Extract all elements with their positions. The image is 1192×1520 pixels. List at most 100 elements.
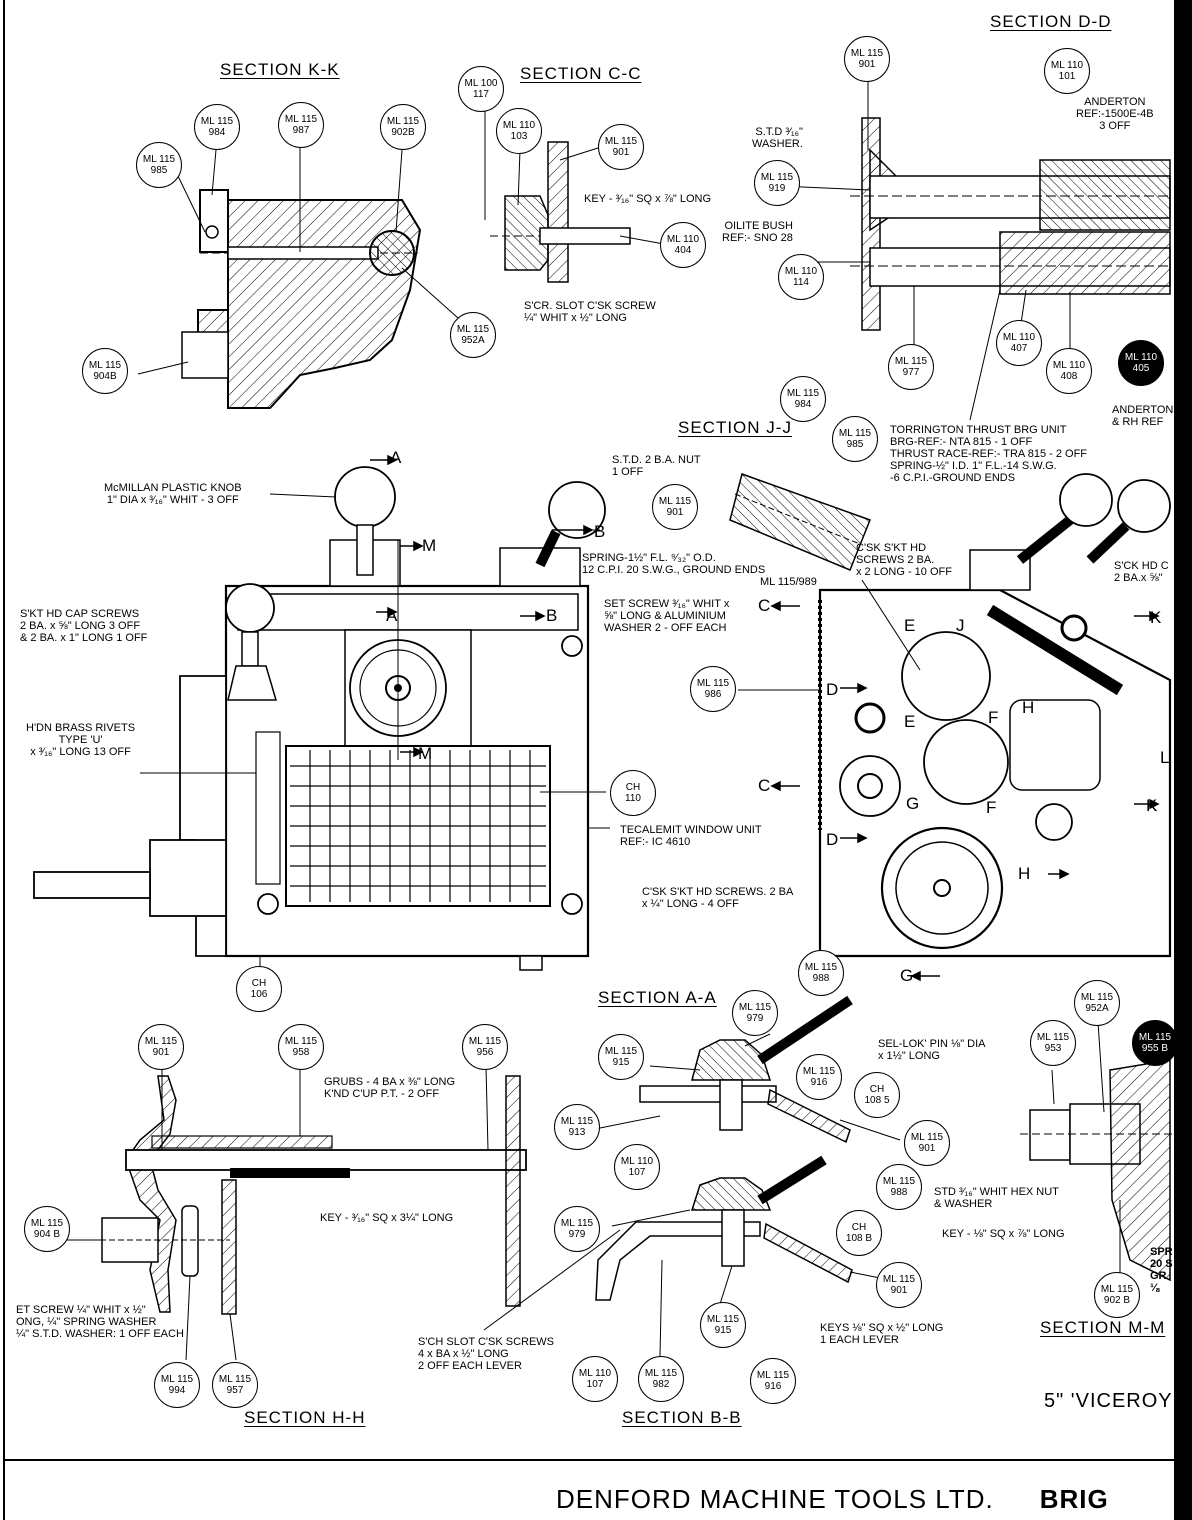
part-bubble-series: CH <box>251 978 267 989</box>
part-bubble-number: 117 <box>473 89 489 100</box>
section-marker-d: D <box>826 680 839 699</box>
part-bubble-number: 994 <box>168 1385 186 1396</box>
section-marker-k: K <box>1146 796 1158 815</box>
note-spring-mm: SPR 20 S GR ⅛ <box>1150 1246 1173 1294</box>
part-bubble-number: 982 <box>652 1379 670 1390</box>
section-kk-drawing <box>181 189 422 409</box>
note-keys-bb: KEYS ⅛" SQ x ½" LONG 1 EACH LEVER <box>820 1322 944 1346</box>
section-marker-a: A <box>386 606 398 625</box>
part-bubble-number: 953 <box>1044 1043 1062 1054</box>
note-anderton-mid: ANDERTON & RH REF <box>1112 404 1174 428</box>
part-bubble-number: 901 <box>666 507 684 518</box>
section-marker-f: F <box>988 708 999 727</box>
part-bubble-number: 952A <box>1085 1003 1109 1014</box>
part-bubble-series: ML 115 <box>160 1374 194 1385</box>
part-bubble-series: ML 115 <box>1138 1032 1172 1043</box>
note-brass-rivets: H'DN BRASS RIVETS TYPE 'U' x ³⁄₁₆" LONG … <box>26 722 136 758</box>
part-bubble-series: ML 115 <box>894 356 928 367</box>
note-set-screw: SET SCREW ³⁄₁₆" WHIT x ⅝" LONG & ALUMINI… <box>604 598 730 634</box>
part-bubble-series: ML 110 <box>666 234 700 245</box>
section-marker-f: F <box>986 798 997 817</box>
part-bubble-series: ML 115 <box>696 678 730 689</box>
part-bubble-series: ML 115 <box>284 114 318 125</box>
part-bubble-number: 955 B <box>1141 1043 1169 1054</box>
part-bubble-series: ML 115 <box>1036 1032 1070 1043</box>
part-bubble-number: 904B <box>93 371 117 382</box>
section-dd-title: SECTION D-D <box>990 12 1112 31</box>
part-bubble-series: ML 115 <box>644 1368 678 1379</box>
note-std-hex-nut: STD ³⁄₁₆" WHIT HEX NUT & WASHER <box>934 1186 1059 1210</box>
part-bubble-number: 107 <box>586 1379 604 1390</box>
part-bubble-number: 108 B <box>845 1233 873 1244</box>
part-bubble-number: 904 B <box>33 1229 61 1240</box>
part-bubble-number: 984 <box>208 127 226 138</box>
gearbox-side-view <box>818 473 1172 958</box>
company-location: BRIG <box>1039 1484 1109 1514</box>
note-std-nut: S.T.D. 2 B.A. NUT 1 OFF <box>612 454 701 478</box>
leader-lines <box>64 80 1121 1361</box>
part-bubble-series: ML 115 <box>386 116 420 127</box>
part-bubble-series: ML 115 <box>142 154 176 165</box>
section-hh-title: SECTION H-H <box>244 1408 366 1427</box>
part-bubble-series: ML 110 <box>578 1368 612 1379</box>
company-name: DENFORD MACHINE TOOLS LTD. <box>556 1484 994 1514</box>
part-bubble-series: ML 115 <box>804 962 838 973</box>
part-bubble-number: 101 <box>1058 71 1076 82</box>
part-bubble-number: 114 <box>793 277 809 288</box>
part-bubble-number: 901 <box>612 147 630 158</box>
part-bubble-number: 919 <box>768 183 786 194</box>
section-marker-g: G <box>906 794 920 813</box>
part-bubble-series: ML 115 <box>882 1274 916 1285</box>
part-bubble-series: ML 115 <box>88 360 122 371</box>
note-key-cc: KEY - ³⁄₁₆" SQ x ⅞" LONG <box>584 193 712 205</box>
section-aa-title: SECTION A-A <box>598 988 717 1007</box>
part-bubble-number: 988 <box>812 973 830 984</box>
part-bubble-number: 408 <box>1060 371 1078 382</box>
note-set-screw-hh: ET SCREW ¼" WHIT x ½" ONG, ¼" SPRING WAS… <box>16 1304 184 1340</box>
part-bubble-series: ML 110 <box>502 120 536 131</box>
section-marker-g: G <box>900 966 914 985</box>
part-bubble-series: ML 110 <box>784 266 818 277</box>
part-bubble-number: 957 <box>226 1385 244 1396</box>
part-bubble-series: ML 115 <box>604 136 638 147</box>
part-bubble-series: ML 115 <box>144 1036 178 1047</box>
section-jj-title: SECTION J-J <box>678 418 792 437</box>
section-marker-m: M <box>422 536 437 555</box>
note-key-hh: KEY - ³⁄₁₆" SQ x 3¼" LONG <box>320 1212 454 1224</box>
section-marker-e: E <box>904 616 916 635</box>
part-bubble-number: 979 <box>568 1229 586 1240</box>
section-marker-a: A <box>390 448 402 467</box>
part-bubble-series: ML 115 <box>850 48 884 59</box>
part-bubble-number: 901 <box>858 59 876 70</box>
note-oilite-bush: OILITE BUSH REF:- SNO 28 <box>722 220 793 244</box>
part-bubble-series: ML 115 <box>706 1314 740 1325</box>
part-bubble-series: ML 115 <box>30 1218 64 1229</box>
part-bubble-number: 902B <box>391 127 415 138</box>
